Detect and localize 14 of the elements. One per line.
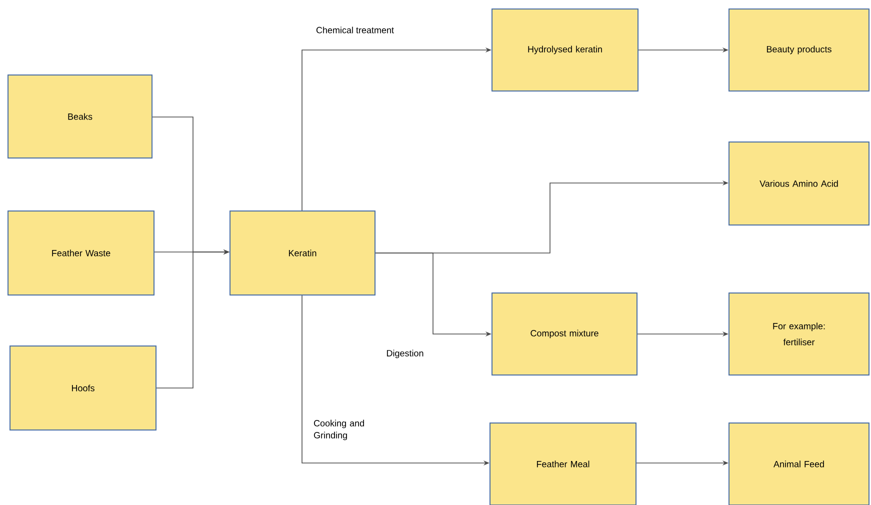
process-box: Various Amino Acid <box>728 142 870 226</box>
process-box: Feather Waste <box>8 210 154 296</box>
process-box: Beaks <box>8 74 152 158</box>
edge-label: Digestion <box>386 350 424 358</box>
edge-label: Chemical treatment <box>316 26 394 34</box>
edge-label: Cooking and Grinding <box>314 420 364 440</box>
process-box: Hoofs <box>10 346 156 430</box>
process-box: Hydrolysed keratin <box>492 8 638 92</box>
process-box: Animal Feed <box>728 422 870 505</box>
process-box: Compost mixture <box>492 292 638 376</box>
process-box: For example: fertiliser <box>728 292 870 376</box>
process-box: Keratin <box>230 210 376 296</box>
process-box: Feather Meal <box>490 422 636 505</box>
process-box: Beauty products <box>728 8 870 92</box>
